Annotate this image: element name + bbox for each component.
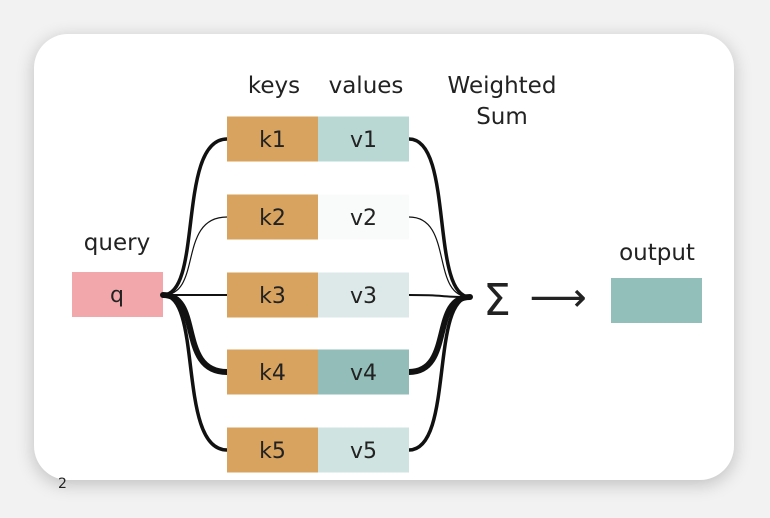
key-label: k4 (259, 361, 286, 386)
value-label: v5 (350, 439, 377, 464)
query-key-link (161, 137, 229, 297)
footnote-number: 2 (58, 476, 67, 492)
value-box (318, 194, 409, 240)
key-value-rows: k1 v1 k2 v2 k3 v3 k4 v4 k5 v5 (227, 116, 409, 473)
key-box (227, 272, 318, 318)
key-box (227, 349, 318, 395)
keys-header: keys (248, 73, 300, 99)
value-box (318, 349, 409, 395)
value-box (318, 116, 409, 162)
value-sum-link (408, 216, 471, 298)
value-label: v4 (350, 361, 377, 386)
sum-symbol: Σ (483, 275, 511, 326)
query-key-link (162, 216, 228, 296)
query-box-label: q (110, 283, 124, 308)
value-label: v1 (350, 128, 377, 153)
key-label: k5 (259, 439, 286, 464)
output-box (611, 278, 702, 323)
value-sum-link (407, 295, 472, 452)
query-key-link (161, 293, 229, 452)
key-box (227, 194, 318, 240)
attention-links (160, 137, 473, 452)
query-label: query (84, 230, 150, 256)
query-box (72, 272, 163, 317)
value-box (318, 427, 409, 473)
arrow-to-output: ⟶ (529, 275, 586, 321)
value-sum-link (406, 294, 473, 375)
key-box (227, 116, 318, 162)
key-label: k1 (259, 128, 286, 153)
weighted-sum-header-line1: Weighted (448, 73, 557, 99)
value-label: v3 (350, 284, 377, 309)
key-label: k3 (259, 284, 286, 309)
value-sum-link (407, 137, 472, 299)
key-box (227, 427, 318, 473)
value-box (318, 272, 409, 318)
key-label: k2 (259, 206, 286, 231)
diagram-card (34, 34, 734, 480)
query-key-link (160, 292, 230, 375)
output-label: output (619, 240, 695, 266)
value-label: v2 (350, 206, 377, 231)
weighted-sum-header-line2: Sum (476, 104, 528, 130)
values-header: values (329, 73, 404, 99)
